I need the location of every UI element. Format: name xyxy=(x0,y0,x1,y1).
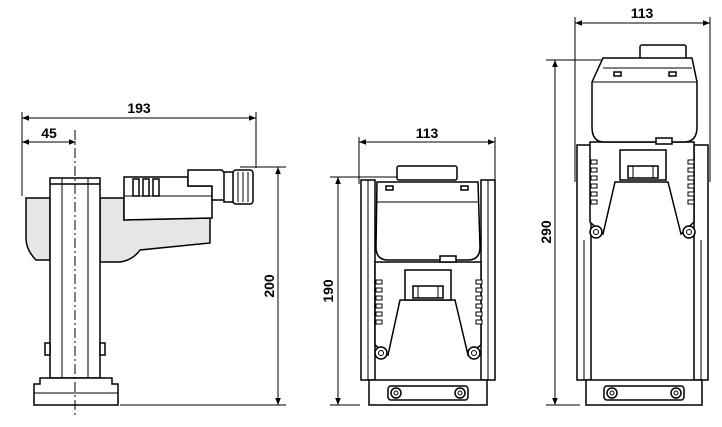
dimension-label-113-short: 113 xyxy=(416,125,439,141)
actuator-housing-short xyxy=(375,181,481,261)
dimension-offset-width: 45 xyxy=(22,125,76,145)
dimension-label-190: 190 xyxy=(320,279,336,303)
dimension-label-193: 193 xyxy=(127,100,151,116)
dimension-label-45: 45 xyxy=(41,125,57,141)
actuator-knob-short xyxy=(396,165,458,181)
actuator-body-side xyxy=(25,197,51,261)
actuator-knob-tall xyxy=(639,44,687,60)
dimension-label-113-tall: 113 xyxy=(631,5,654,21)
dimension-overall-width: 193 xyxy=(21,100,257,196)
dimension-width-tall: 113 xyxy=(574,5,711,182)
valve-base xyxy=(33,377,119,406)
dimension-height: 200 xyxy=(120,166,286,406)
front-view-tall: 113 290 xyxy=(538,5,711,406)
dimension-height-short: 190 xyxy=(320,176,400,406)
side-view: 193 45 200 xyxy=(21,100,286,418)
dimension-width-short: 113 xyxy=(358,125,496,184)
dimension-label-290: 290 xyxy=(538,220,554,244)
actuator-housing-tall xyxy=(591,57,698,143)
front-view-short: 113 190 xyxy=(320,125,496,406)
dimension-label-200: 200 xyxy=(261,274,277,298)
dimension-height-tall: 290 xyxy=(538,59,630,406)
